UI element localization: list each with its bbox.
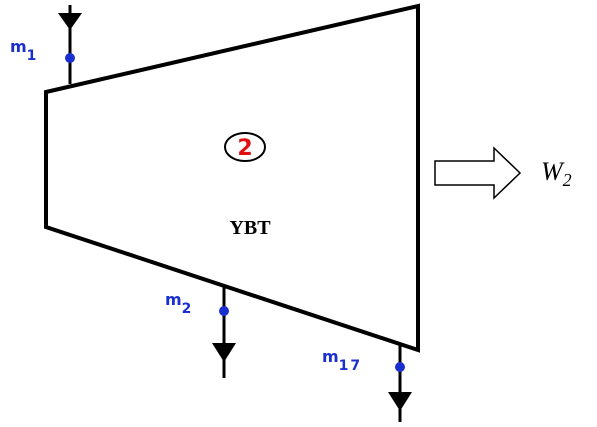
work-output-arrow-icon [434,146,522,200]
turbine-body [44,3,420,353]
extraction-node-dot [219,306,229,316]
svg-text:m17: m17 [322,347,362,374]
inlet-stream-name: m [10,37,27,56]
exhaust-stream-name: m [322,347,339,366]
inlet-arrow-icon [58,13,82,30]
inlet-stream-subscript: 1 [27,48,37,64]
svg-text:m1: m1 [10,37,36,64]
extraction-arrow-icon [212,343,236,362]
exhaust-stream-subscript: 17 [339,358,362,374]
extraction-stream-m2: m2 [165,285,236,378]
exhaust-stream-m17: m17 [322,344,412,422]
work-output-subscript: 2 [563,170,572,190]
component-number: 2 [237,136,252,161]
extraction-stream-subscript: 2 [182,301,192,317]
svg-text:W2: W2 [541,157,572,190]
extraction-stream-name: m [165,290,182,309]
exhaust-node-dot [395,362,405,372]
component-label: YBT [229,217,271,239]
svg-text:m2: m2 [165,290,191,317]
inlet-stream-m1: m1 [10,5,82,84]
inlet-node-dot [65,53,75,63]
component-number-badge: 2 [224,132,266,162]
work-output-symbol: W [541,157,565,186]
exhaust-arrow-icon [388,392,412,411]
